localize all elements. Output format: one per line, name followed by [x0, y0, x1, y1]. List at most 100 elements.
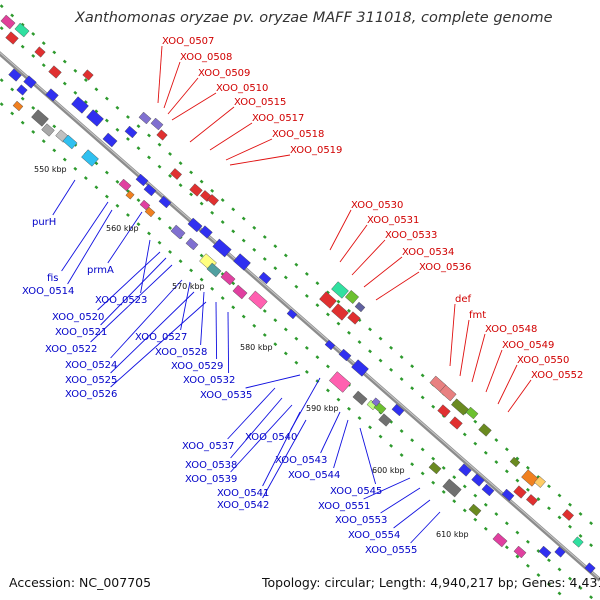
gene-label-xoo-0543: XOO_0543 — [275, 455, 327, 466]
leader-line — [339, 224, 368, 263]
leader-line — [262, 419, 307, 499]
gene-feature — [481, 483, 495, 497]
leader-line — [471, 333, 486, 383]
gene-feature — [187, 217, 203, 233]
gene-feature — [156, 129, 168, 141]
gene-feature — [48, 65, 62, 79]
gene-feature — [206, 262, 222, 278]
gene-label-xoo-0508: XOO_0508 — [180, 52, 232, 63]
scale-tick-label: 600 kbp — [372, 466, 405, 475]
gene-label-xoo-0544: XOO_0544 — [288, 470, 340, 481]
gene-feature — [572, 536, 584, 548]
gene-label-xoo-0518: XOO_0518 — [272, 129, 324, 140]
gene-label-fmt: fmt — [469, 310, 486, 321]
gene-feature — [82, 69, 94, 81]
gene-feature — [207, 194, 219, 206]
gene-feature — [391, 403, 405, 417]
gene-label-xoo-0537: XOO_0537 — [182, 441, 234, 452]
gene-feature — [118, 178, 132, 192]
gene-labels: XOO_0507XOO_0508XOO_0509XOO_0510XOO_0515… — [22, 36, 583, 556]
gene-feature — [41, 123, 55, 137]
gene-label-xoo-0555: XOO_0555 — [365, 545, 417, 556]
leader-line — [157, 45, 163, 104]
leader-line — [110, 279, 183, 359]
gene-feature — [538, 545, 552, 559]
gene-feature — [34, 46, 46, 58]
gene-label-xoo-0541: XOO_0541 — [217, 488, 269, 499]
gene-feature — [248, 290, 268, 310]
gene-label-xoo-0509: XOO_0509 — [198, 68, 250, 79]
accession-text: Accession: NC_007705 — [9, 575, 151, 590]
leader-line — [171, 92, 217, 121]
gene-label-xoo-0552: XOO_0552 — [531, 370, 583, 381]
gene-feature — [513, 485, 527, 499]
gene-label-xoo-0550: XOO_0550 — [517, 355, 569, 366]
gene-feature — [328, 371, 352, 393]
gene-feature — [86, 109, 104, 127]
leader-line — [507, 379, 532, 413]
leader-line — [245, 374, 301, 389]
leader-line — [167, 77, 199, 115]
leader-line — [97, 251, 161, 311]
leader-line — [61, 201, 109, 272]
gene-feature — [0, 14, 16, 30]
gene-label-xoo-0542: XOO_0542 — [217, 500, 269, 511]
gene-feature — [125, 190, 135, 200]
gene-feature — [449, 416, 463, 430]
genome-backbone-highlight — [0, 52, 600, 580]
gene-label-xoo-0507: XOO_0507 — [162, 36, 214, 47]
gene-feature — [23, 75, 37, 89]
gene-feature — [439, 384, 457, 402]
gene-feature — [378, 413, 392, 427]
genome-title: Xanthomonas oryzae pv. oryzae MAFF 31101… — [74, 10, 553, 26]
gene-features — [0, 14, 596, 574]
leader-line — [227, 387, 276, 440]
gene-feature — [71, 96, 89, 114]
gene-label-xoo-0524: XOO_0524 — [65, 360, 117, 371]
leader-line — [225, 138, 273, 161]
gene-feature — [124, 125, 138, 139]
leader-line — [110, 301, 207, 388]
leader-line — [410, 511, 441, 544]
gene-feature — [185, 237, 199, 251]
gene-feature — [324, 339, 336, 351]
gene-label-xoo-0534: XOO_0534 — [402, 247, 454, 258]
leader-line — [375, 271, 420, 301]
gene-label-xoo-0530: XOO_0530 — [351, 200, 403, 211]
leader-line — [333, 419, 349, 469]
scale-tick-label: 590 kbp — [306, 404, 339, 413]
gene-feature — [31, 109, 49, 127]
gene-feature — [458, 463, 472, 477]
gene-feature — [465, 406, 479, 420]
gene-feature — [286, 308, 298, 320]
gene-feature — [478, 423, 492, 437]
gene-label-xoo-0521: XOO_0521 — [55, 327, 107, 338]
gene-feature — [232, 284, 248, 300]
gene-label-xoo-0517: XOO_0517 — [252, 113, 304, 124]
leader-line — [230, 397, 283, 459]
gene-feature — [513, 545, 527, 559]
gene-feature — [442, 478, 462, 498]
gene-feature — [144, 206, 156, 218]
gene-label-xoo-0522: XOO_0522 — [45, 344, 97, 355]
gene-feature — [102, 132, 118, 148]
gene-feature — [471, 473, 485, 487]
gene-feature — [212, 238, 232, 258]
gene-feature — [501, 488, 515, 502]
gene-feature — [534, 476, 546, 488]
gene-feature — [562, 509, 574, 521]
gene-feature — [331, 281, 349, 299]
gene-feature — [16, 84, 28, 96]
leader-line — [449, 303, 456, 367]
scale-tick-label: 580 kbp — [240, 343, 273, 352]
gene-feature — [14, 22, 30, 38]
gene-label-def: def — [455, 294, 472, 305]
gene-label-xoo-0510: XOO_0510 — [216, 83, 268, 94]
gene-label-xoo-0514: XOO_0514 — [22, 286, 74, 297]
label-leader-lines — [52, 45, 532, 544]
gene-label-fis: fis — [47, 273, 59, 284]
gene-feature — [81, 149, 99, 167]
